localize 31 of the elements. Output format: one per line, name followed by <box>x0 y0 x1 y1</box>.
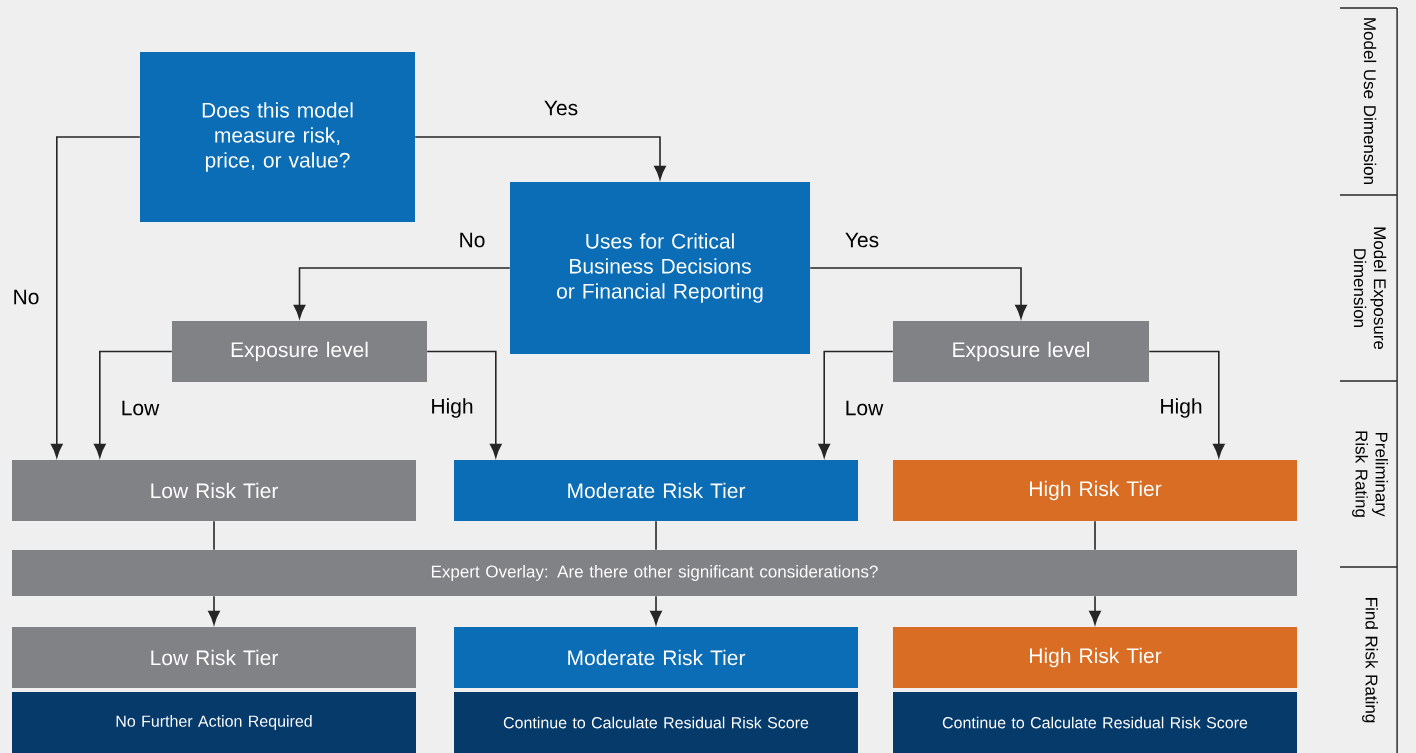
tier-box: Moderate Risk Tier <box>454 627 858 688</box>
action-box: Continue to Calculate Residual Risk Score <box>454 692 858 753</box>
arrow <box>293 267 511 319</box>
tier-box: Moderate Risk Tier <box>454 460 858 521</box>
decision-box: Does this model measure risk, price, or value? <box>140 52 415 222</box>
arrow <box>809 267 1027 319</box>
action-box: No Further Action Required <box>12 692 416 753</box>
tier-box: High Risk Tier <box>893 460 1297 521</box>
tier-box: Low Risk Tier <box>12 627 416 688</box>
arrow <box>208 595 220 625</box>
arrow <box>650 595 662 625</box>
decision-box: Uses for Critical Business Decisions or Financial Reporting <box>510 182 810 354</box>
overlay-bar: Expert Overlay: Are there other significant considerations? <box>12 550 1297 596</box>
process-box: Exposure level <box>893 321 1149 382</box>
arrow <box>1148 350 1225 458</box>
process-box: Exposure level <box>172 321 427 382</box>
arrow <box>50 136 141 458</box>
action-box: Continue to Calculate Residual Risk Score <box>893 692 1297 753</box>
band-label: Find Risk Rating <box>1362 598 1378 723</box>
band-label: Preliminary Risk Rating <box>1352 431 1388 517</box>
arrow <box>93 350 173 458</box>
arrow <box>1089 595 1101 625</box>
band-label: Model Exposure Dimension <box>1353 227 1387 350</box>
tier-box: Low Risk Tier <box>12 460 416 521</box>
tier-box: High Risk Tier <box>893 627 1297 688</box>
arrow <box>414 136 666 180</box>
band-label: Model Use Dimension <box>1363 18 1377 184</box>
edge-label: High <box>428 396 476 420</box>
edge-label: High <box>1157 396 1205 420</box>
arrow <box>818 350 894 458</box>
arrow <box>426 350 502 458</box>
